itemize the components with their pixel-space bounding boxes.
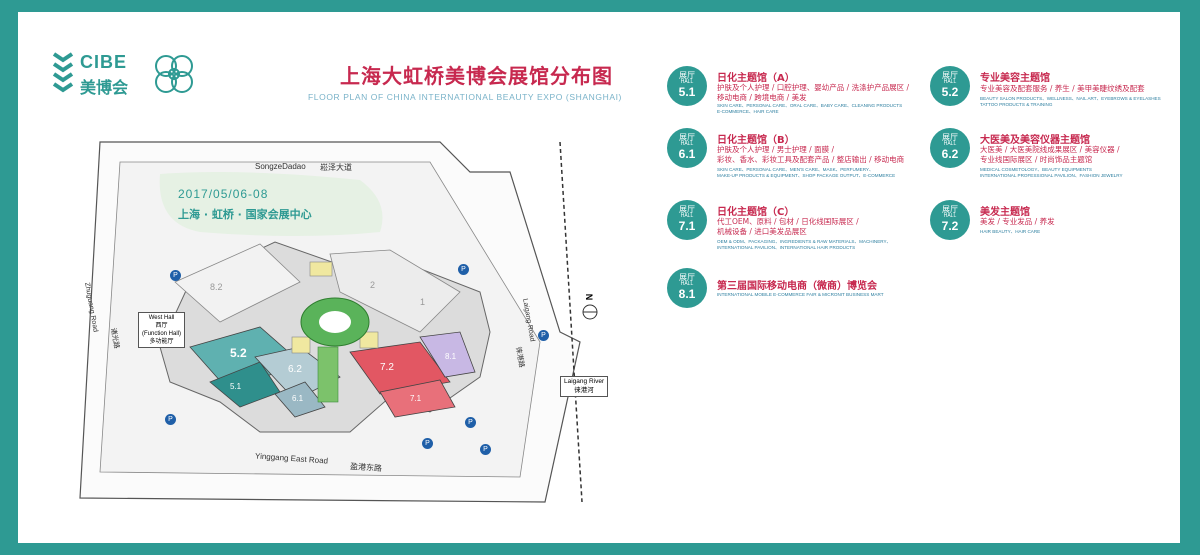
hall-8-2: [174, 243, 301, 323]
hall-8-1-block: [419, 331, 476, 378]
road-bottom-cn: 盈港东路: [349, 461, 383, 474]
event-date: 2017/05/06-08: [178, 187, 269, 201]
hall-name: 美发主题馆: [980, 207, 1030, 218]
hall-desc-cn: 专业线国际展区 / 时尚饰品主题馆: [980, 155, 1093, 164]
hall-name: 日化主题馆（A）: [717, 73, 795, 84]
west-hall-cn: 西厅: [155, 322, 168, 329]
parking-icon: P: [165, 414, 176, 425]
road-top-en: SongzeDadao: [255, 162, 306, 171]
hall-desc-en: INTERNATIONAL MOBILE E-COMMERCE FAIR & M…: [717, 292, 884, 297]
map-hall-5-2: 5.2: [230, 346, 247, 360]
hall-desc-en: INTERNATIONAL PROFESSIONAL PAVILION、FASH…: [980, 173, 1123, 178]
north-arrow-icon: [582, 304, 598, 320]
clover-logo-icon: [155, 55, 193, 93]
function-hall-cn: 多功能厅: [149, 338, 174, 345]
exhibition-complex: [159, 241, 491, 433]
west-hall-en: West Hall: [148, 315, 175, 321]
parking-icon: P: [422, 438, 433, 449]
river-label: Laigang River 徕港河: [560, 376, 609, 397]
hall-7-2: [349, 341, 451, 395]
map-hall-8-1: 8.1: [445, 352, 457, 361]
parking-icon: P: [458, 264, 469, 275]
river-label-cn: 徕港河: [574, 386, 594, 394]
brand-name: CIBE: [80, 52, 128, 72]
floor-plan-map: 2017/05/06-08 上海 · 虹桥 · 国家会展中心 SongzeDad…: [60, 132, 620, 512]
brand-name-cn: 美博会: [80, 80, 129, 97]
map-hall-8-2: 8.2: [210, 282, 223, 292]
hall-desc-en: INTERNATIONAL PAVILION、INTERNATIONAL HAI…: [717, 245, 856, 250]
map-hall-2: 2: [370, 280, 376, 290]
hall-desc-cn: 护肤及个人护理 / 口腔护理、婴幼产品 / 洗涤护产品展区 /: [717, 83, 909, 92]
hall-desc-en: MEDICAL COSMETOLOGY、BEAUTY EQUIPMENTS: [980, 167, 1092, 172]
poster-title: 上海大虹桥美博会展馆分布图: [340, 64, 613, 88]
parking-icon: P: [538, 330, 549, 341]
hall-desc-cn: 代工OEM、原料 / 包材 / 日化线国际展区 /: [717, 217, 859, 226]
hall-desc-cn: 移动电商 / 跨境电商 / 美发: [717, 93, 807, 102]
hall-desc-en: MAKE-UP PRODUCTS & EQUIPMENT、SHOP PACKAG…: [717, 173, 896, 178]
hall-name: 专业美容主题馆: [980, 73, 1050, 84]
parking-icon: P: [480, 444, 491, 455]
river-label-en: Laigang River: [564, 378, 605, 385]
north-label: N: [584, 293, 595, 301]
parking-icon: P: [170, 270, 181, 281]
hall-name: 日化主题馆（C）: [717, 207, 795, 218]
hall-desc-en: TATTOO PRODUCTS & TRAINING: [980, 102, 1053, 107]
hall-1-2: [329, 249, 461, 333]
map-hall-1: 1: [420, 297, 426, 307]
hall-desc-cn: 护肤及个人护理 / 男士护理 / 面膜 /: [717, 145, 834, 154]
hall-desc-en: SKIN CARE、PERSONAL CARE、ORAL CARE、BABY C…: [717, 103, 903, 108]
event-venue: 上海 · 虹桥 · 国家会展中心: [178, 208, 312, 221]
hall-desc-en: HAIR BEAUTY、HAIR CARE: [980, 229, 1041, 234]
hall-name: 第三届国际移动电商（微商）博览会: [717, 281, 877, 292]
map-hall-5-1: 5.1: [230, 382, 242, 391]
map-hall-6-1: 6.1: [292, 394, 304, 403]
hall-desc-en: BEAUTY SALON PRODUCTS、WELLNESS、NAIL ART、…: [980, 96, 1161, 101]
hall-name: 大医美及美容仪器主题馆: [980, 135, 1090, 146]
map-drawing: [79, 141, 598, 503]
map-hall-6-2: 6.2: [288, 364, 302, 375]
cibe-logo-icon: [52, 52, 74, 93]
hall-desc-cn: 专业美容及配套服务 / 养生 / 美甲美睫纹绣及配套: [980, 84, 1145, 93]
hall-desc-cn: 大医美 / 大医美院线成果展区 / 美容仪器 /: [980, 145, 1120, 154]
map-hall-7-2: 7.2: [380, 362, 394, 373]
hall-desc-en: OEM & ODM、PACKAGING、INGREDIENTS & RAW MA…: [717, 239, 892, 244]
hall-name: 日化主题馆（B）: [717, 135, 795, 146]
west-hall-label: West Hall 西厅 (Function Hall) 多功能厅: [138, 312, 186, 348]
hall-desc-en: E-COMMERCE、HAIR CARE: [717, 109, 779, 114]
river-line: [559, 141, 583, 503]
hall-6-1: [274, 381, 326, 418]
green-zone: [159, 172, 383, 236]
hall-desc-cn: 美发 / 专业发品 / 养发: [980, 217, 1055, 226]
hall-desc-cn: 彩妆、香水、彩妆工具及配套产品 / 整店输出 / 移动电商: [717, 155, 905, 164]
map-hall-7-1: 7.1: [410, 394, 422, 403]
road-top-cn: 崧泽大道: [320, 163, 352, 172]
hall-desc-en: SKIN CARE、PERSONAL CARE、MEN'S CARE、MASK、…: [717, 167, 874, 172]
hall-7-1: [379, 379, 456, 418]
hall-desc-cn: 机械设备 / 进口美发品展区: [717, 227, 807, 236]
function-hall-en: (Function Hall): [142, 331, 182, 337]
poster-subtitle: FLOOR PLAN OF CHINA INTERNATIONAL BEAUTY…: [308, 92, 622, 102]
parking-icon: P: [465, 417, 476, 428]
